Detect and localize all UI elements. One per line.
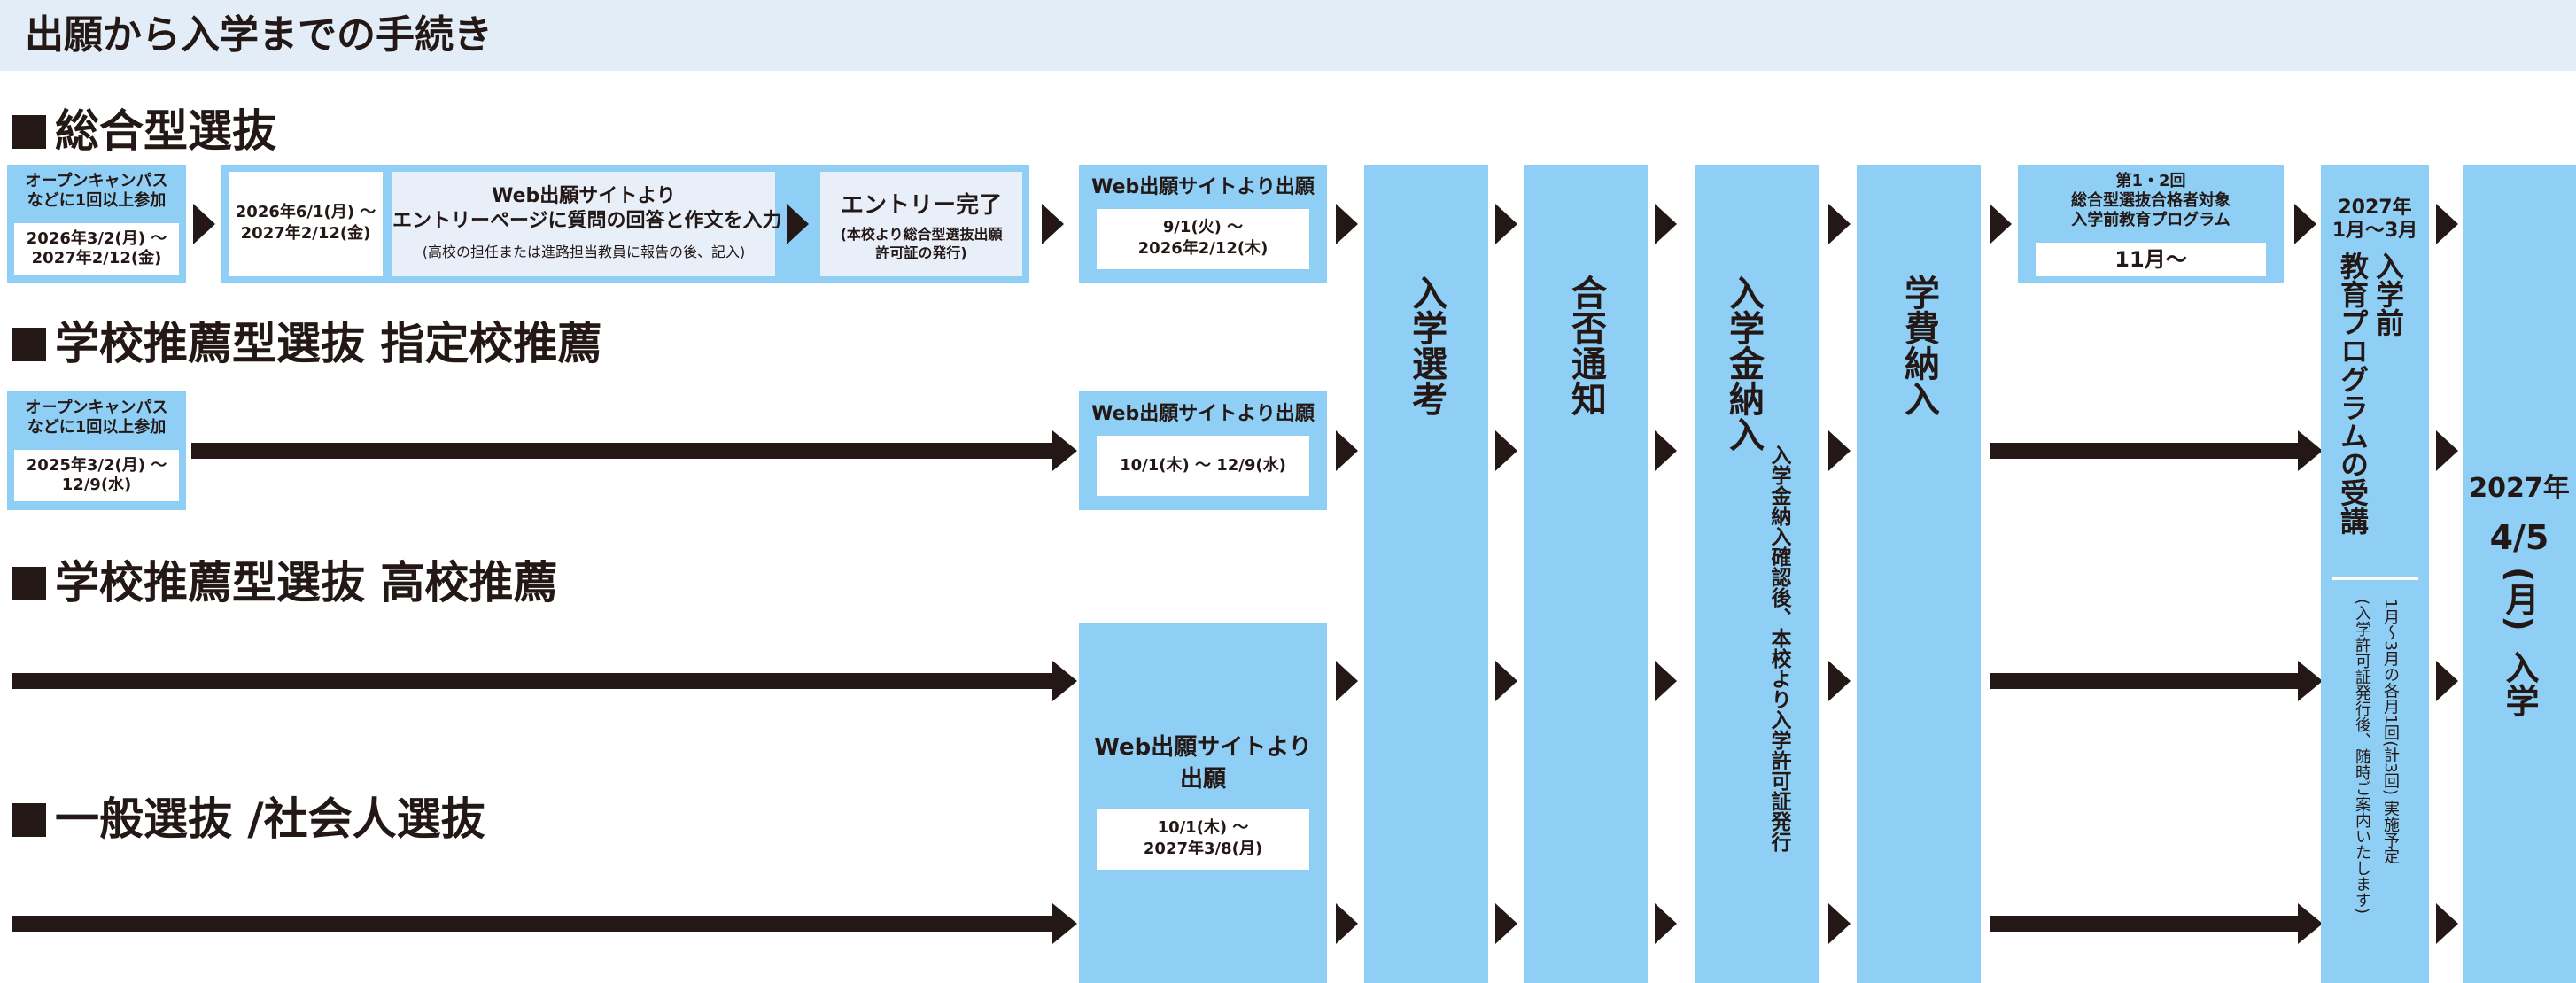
web-apply-box: Web出願サイトより出願 9/1(火) ～2026年2/12(木) bbox=[1079, 165, 1327, 283]
arrow-head-icon bbox=[1052, 430, 1077, 471]
preprogram-date: 11月～ bbox=[2036, 243, 2266, 276]
entry-period-date: 2026年6/1(月) ～2027年2/12(金) bbox=[229, 172, 383, 276]
entry-instruction-box: Web出願サイトよりエントリーページに質問の回答と作文を入力 (高校の担任または… bbox=[392, 172, 782, 276]
arrow-head-icon bbox=[2436, 430, 2458, 471]
open-campus-date: 2026年3/2(月) ～2027年2/12(金) bbox=[14, 223, 179, 275]
arrow-head-icon bbox=[1336, 430, 1358, 471]
arrow-head-icon bbox=[2298, 661, 2323, 701]
web-apply-date: 9/1(火) ～2026年2/12(木) bbox=[1097, 209, 1309, 269]
open-campus-box: オープンキャンパスなどに1回以上参加 2025年3/2(月) ～12/9(水) bbox=[7, 391, 186, 510]
web-apply-title: Web出願サイトより出願 bbox=[1091, 176, 1315, 198]
web-apply-box: Web出願サイトより出願 10/1(木) ～ 12/9(水) bbox=[1079, 391, 1327, 510]
enroll-column: 2027年 4/5 (月) 入学 bbox=[2463, 165, 2576, 983]
header-bar bbox=[0, 0, 2576, 71]
tuition-column: 学費納入 bbox=[1857, 165, 1981, 983]
arrow-head-icon bbox=[1655, 430, 1677, 471]
web-apply-box-general: Web出願サイトより出願 10/1(木) ～2027年3/8(月) bbox=[1079, 623, 1327, 983]
arrow-head-icon bbox=[1655, 903, 1677, 944]
entry-instruction-title: Web出願サイトよりエントリーページに質問の回答と作文を入力 bbox=[392, 185, 782, 232]
arrow-head-icon bbox=[1336, 204, 1358, 244]
open-campus-label: オープンキャンパスなどに1回以上参加 bbox=[25, 399, 168, 437]
section-comprehensive-title: 総合型選抜 bbox=[12, 104, 276, 158]
arrow-head-icon bbox=[1052, 661, 1077, 701]
arrow-head-icon bbox=[1336, 903, 1358, 944]
arrow-head-icon bbox=[1828, 661, 1851, 701]
page-title: 出願から入学までの手続き bbox=[25, 12, 493, 58]
fee-label: 入学金納入 bbox=[1723, 275, 1764, 452]
preprogram-note-2: (入学許可証発行後、随時ご案内いたします) bbox=[2353, 599, 2371, 915]
entry-complete-title: エントリー完了 bbox=[840, 192, 1002, 219]
enroll-year: 2027年 bbox=[2469, 473, 2570, 504]
result-column: 合否通知 bbox=[1524, 165, 1648, 983]
open-campus-box: オープンキャンパスなどに1回以上参加 2026年3/2(月) ～2027年2/1… bbox=[7, 165, 186, 283]
arrow-head-icon bbox=[1828, 204, 1851, 244]
preprogram-title: 第1・2回総合型選抜合格者対象入学前教育プログラム bbox=[2071, 172, 2231, 229]
open-campus-label: オープンキャンパスなどに1回以上参加 bbox=[25, 172, 168, 210]
flow-arrow-line bbox=[1990, 916, 2300, 932]
divider bbox=[2332, 577, 2418, 580]
flow-arrow-line bbox=[1990, 443, 2300, 459]
open-campus-date: 2025年3/2(月) ～12/9(水) bbox=[14, 450, 179, 501]
arrow-head-icon bbox=[787, 204, 809, 244]
section-label: 総合型選抜 bbox=[55, 105, 276, 157]
section-label: 学校推薦型選抜 指定校推薦 bbox=[55, 318, 602, 369]
arrow-head-icon bbox=[1495, 903, 1517, 944]
arrow-head-icon bbox=[1042, 204, 1064, 244]
arrow-head-icon bbox=[1655, 661, 1677, 701]
section-label: 学校推薦型選抜 高校推薦 bbox=[55, 557, 558, 608]
entry-instruction-note: (高校の担任または進路担当教員に報告の後、記入) bbox=[422, 244, 746, 260]
arrow-head-icon bbox=[2298, 903, 2323, 944]
web-apply-date: 10/1(木) ～2027年3/8(月) bbox=[1097, 809, 1309, 870]
arrow-head-icon bbox=[1495, 204, 1517, 244]
enroll-day: (月) bbox=[2500, 567, 2539, 631]
preprogram-heading-1: 入学前 bbox=[2371, 252, 2405, 337]
flow-arrow-line bbox=[1990, 673, 2300, 689]
arrow-head-icon bbox=[2436, 204, 2458, 244]
arrow-head-icon bbox=[1990, 204, 2012, 244]
result-label: 合否通知 bbox=[1565, 275, 1606, 416]
arrow-head-icon bbox=[2298, 430, 2323, 471]
section-designated-title: 学校推薦型選抜 指定校推薦 bbox=[12, 317, 601, 370]
flow-arrow-line bbox=[12, 673, 1054, 689]
flow-arrow-line bbox=[191, 443, 1054, 459]
web-apply-title: Web出願サイトより出願 bbox=[1091, 403, 1315, 425]
arrow-head-icon bbox=[2294, 204, 2316, 244]
web-apply-title: Web出願サイトより出願 bbox=[1094, 734, 1312, 793]
square-bullet-icon bbox=[12, 803, 46, 837]
arrow-head-icon bbox=[1336, 661, 1358, 701]
fee-note: 入学金納入確認後、本校より入学許可証発行 bbox=[1767, 445, 1790, 852]
enroll-date: 4/5 bbox=[2489, 518, 2549, 557]
arrow-head-icon bbox=[1828, 903, 1851, 944]
arrow-head-icon bbox=[1052, 903, 1077, 944]
square-bullet-icon bbox=[12, 567, 46, 600]
tuition-label: 学費納入 bbox=[1898, 275, 1939, 416]
web-apply-date: 10/1(木) ～ 12/9(水) bbox=[1097, 436, 1309, 496]
square-bullet-icon bbox=[12, 328, 46, 361]
arrow-head-icon bbox=[193, 204, 215, 244]
enroll-label: 入学 bbox=[2500, 650, 2539, 717]
fee-column: 入学金納入 入学金納入確認後、本校より入学許可証発行 bbox=[1695, 165, 1819, 983]
arrow-head-icon bbox=[1655, 204, 1677, 244]
section-general-title: 一般選抜 /社会人選抜 bbox=[12, 793, 485, 846]
entry-complete-note: (本校より総合型選抜出願許可証の発行) bbox=[840, 226, 1003, 261]
preprogram-heading-2: 教育プログラムの受講 bbox=[2336, 252, 2370, 535]
section-label: 一般選抜 /社会人選抜 bbox=[55, 793, 485, 845]
arrow-head-icon bbox=[1495, 661, 1517, 701]
exam-column: 入学選考 bbox=[1364, 165, 1488, 983]
entry-box: 2026年6/1(月) ～2027年2/12(金) Web出願サイトよりエントリ… bbox=[221, 165, 1029, 283]
arrow-head-icon bbox=[2436, 661, 2458, 701]
exam-label: 入学選考 bbox=[1406, 275, 1447, 416]
flow-arrow-line bbox=[12, 916, 1054, 932]
arrow-head-icon bbox=[1828, 430, 1851, 471]
entry-complete-box: エントリー完了 (本校より総合型選抜出願許可証の発行) bbox=[820, 172, 1022, 276]
preprogram-box: 第1・2回総合型選抜合格者対象入学前教育プログラム 11月～ bbox=[2018, 165, 2284, 283]
arrow-head-icon bbox=[1495, 430, 1517, 471]
arrow-head-icon bbox=[2436, 903, 2458, 944]
preprogram-note-1: 1月～3月の各月1回(計3回) 実施予定 bbox=[2381, 599, 2400, 864]
square-bullet-icon bbox=[12, 115, 46, 149]
section-highschool-title: 学校推薦型選抜 高校推薦 bbox=[12, 556, 557, 609]
